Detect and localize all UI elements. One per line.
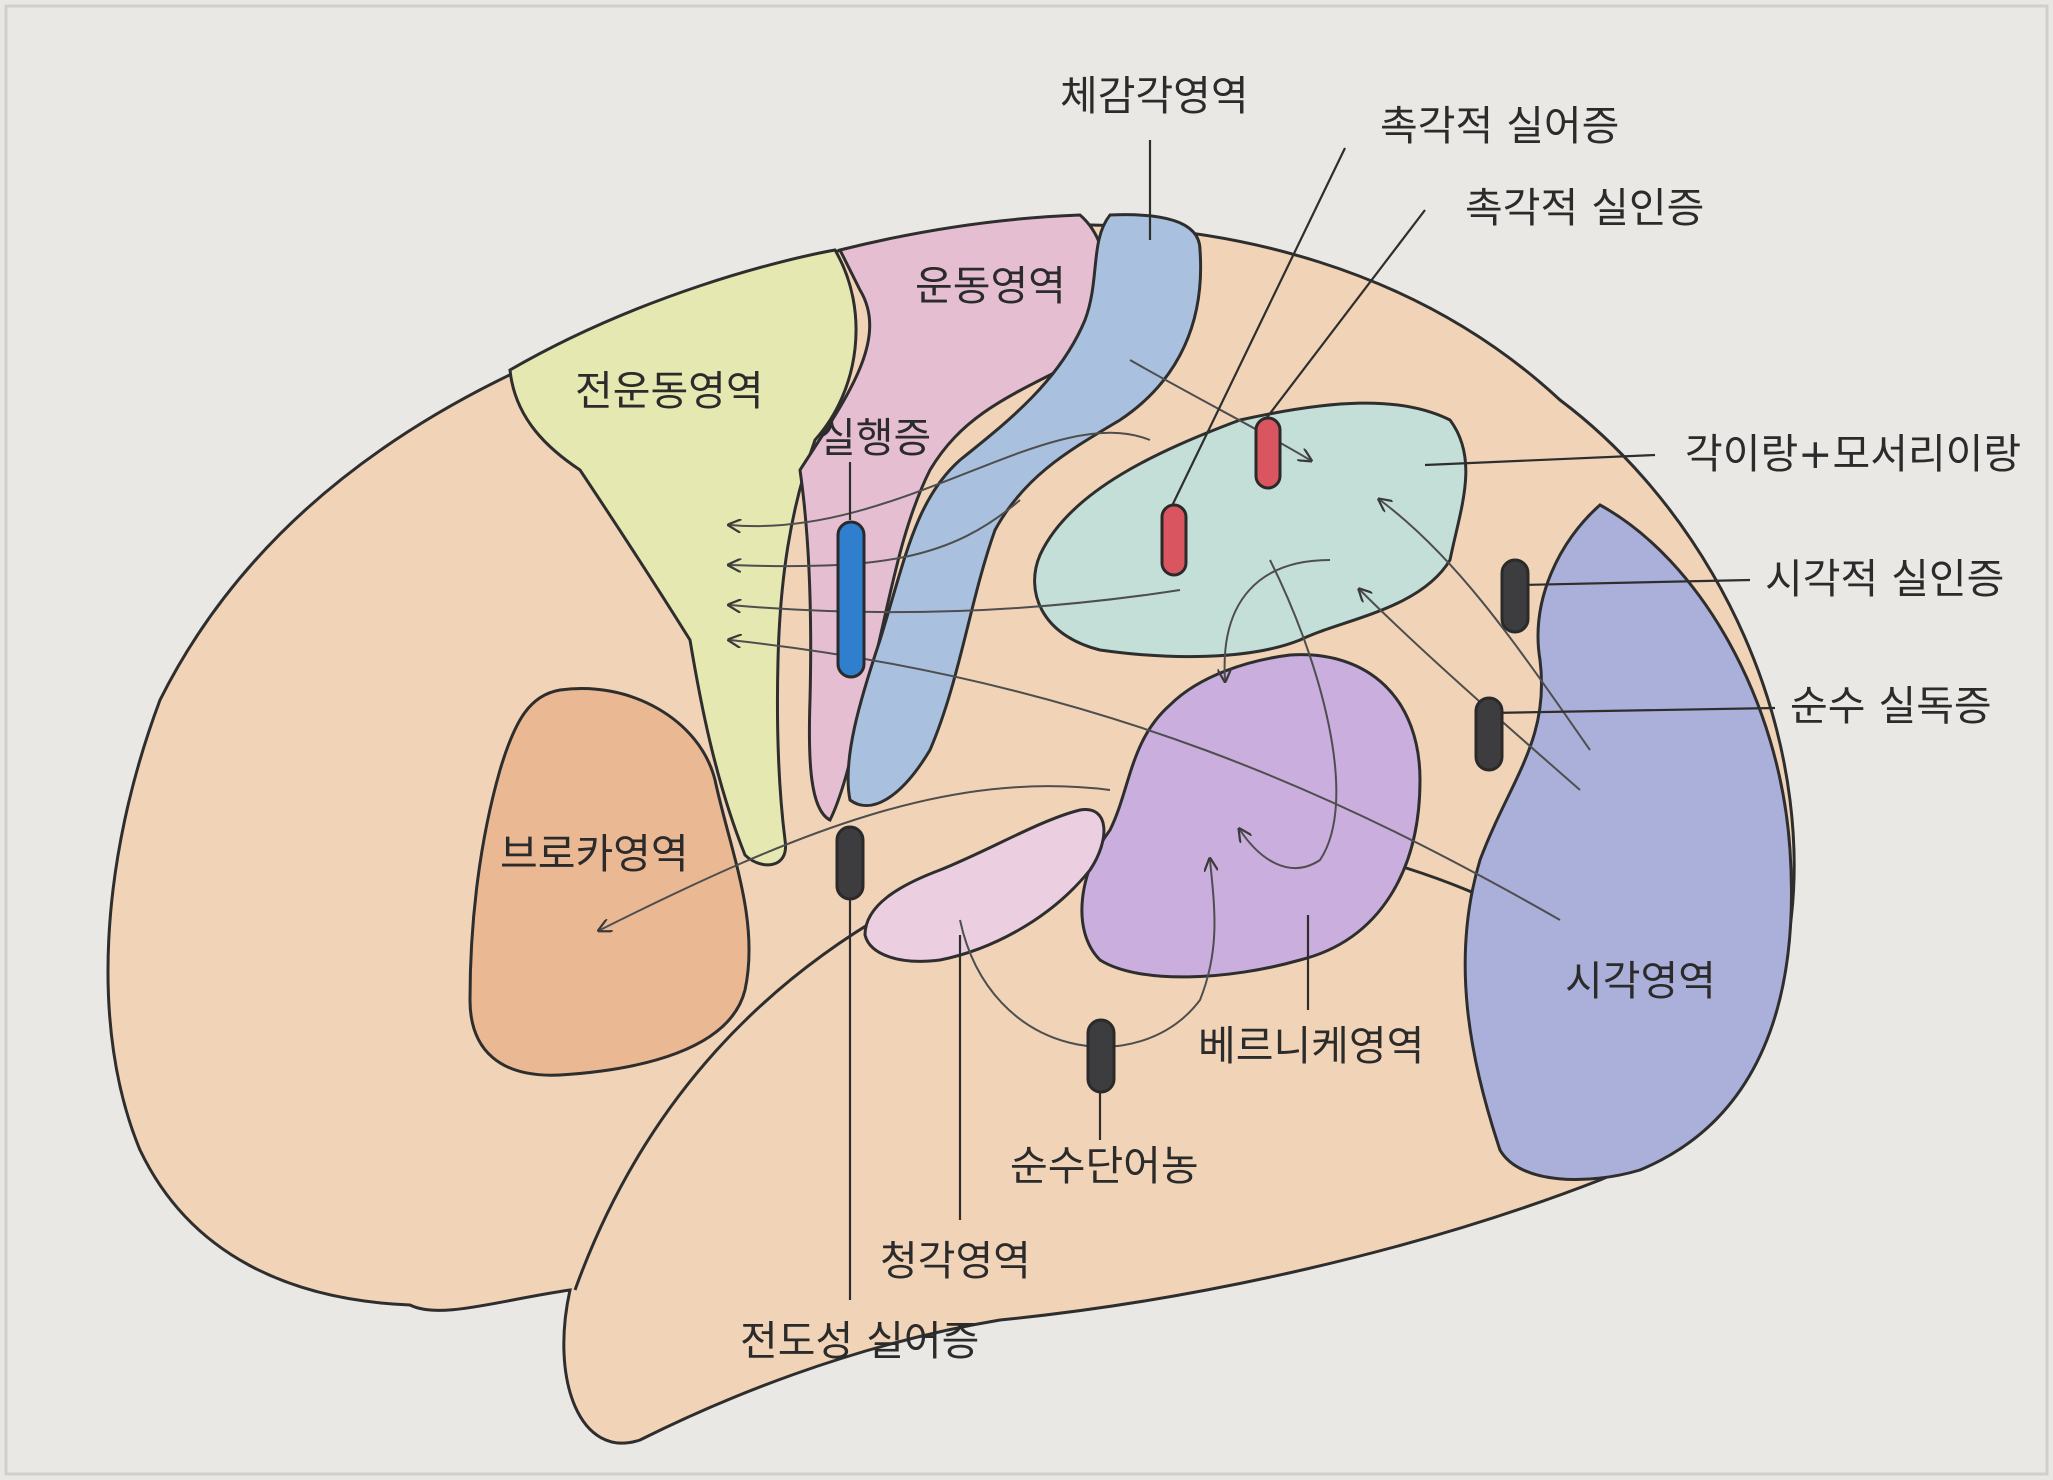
broca-region [468,687,751,1077]
leader-tactile-aphasia [1169,147,1346,511]
auditory-region [863,808,1106,963]
label-premotor: 전운동영역 [575,367,764,415]
pathway-visual-premotor [730,640,1561,921]
somatosensory-region [846,213,1203,807]
label-visual-area: 시각영역 [1565,957,1716,1005]
pathway-loop-wernicke [1240,559,1338,870]
lesion-conduction-aphasia-marker [835,825,865,901]
label-broca: 브로카영역 [500,830,689,878]
premotor-region [508,248,858,867]
pathway-somatosensory-premotor-1 [730,431,1151,526]
label-auditory: 청각영역 [880,1237,1031,1285]
pathway-somatosensory-angular [1129,359,1310,460]
label-tactile-agnosia: 촉각적 실인증 [1465,184,1704,232]
pathway-wernicke-broca [600,785,1111,930]
label-visual-agnosia: 시각적 실인증 [1765,555,2004,603]
label-apraxia: 실행증 [818,414,931,462]
label-wernicke: 베르니케영역 [1198,1022,1424,1070]
label-angular-gyrus: 각이랑+모서리이랑 [1685,430,2021,478]
visual-region [1463,503,1793,1182]
lesion-pure-alexia-marker [1474,696,1504,772]
leader-angular [1424,453,1656,467]
label-tactile-aphasia: 촉각적 실어증 [1380,102,1619,150]
label-pure-word-deafness: 순수단어농 [1010,1142,1199,1190]
lesion-tactile-aphasia-marker [1160,503,1188,577]
lesion-apraxia-marker [836,520,866,679]
label-pure-alexia: 순수 실독증 [1790,682,1992,730]
pathway-visual-wernicke [1360,590,1581,791]
lesion-pure-word-deafness-marker [1086,1018,1116,1094]
label-conduction-aphasia: 전도성 실어증 [740,1317,979,1365]
lesion-tactile-agnosia-marker [1254,416,1282,490]
pathway-angular-wernicke [1225,559,1331,680]
pathway-somatosensory-premotor-2 [730,499,1021,566]
leader-tactile-agnosia [1264,209,1426,421]
leader-pure-alexia [1489,706,1776,715]
label-somatosensory: 체감각영역 [1060,72,1249,120]
pathway-auditory-wernicke [959,860,1214,1048]
label-motor: 운동영역 [915,262,1066,310]
lesion-visual-agnosia-marker [1500,558,1530,634]
pathway-angular-premotor [730,589,1181,614]
leader-visual-agnosia [1519,578,1751,587]
